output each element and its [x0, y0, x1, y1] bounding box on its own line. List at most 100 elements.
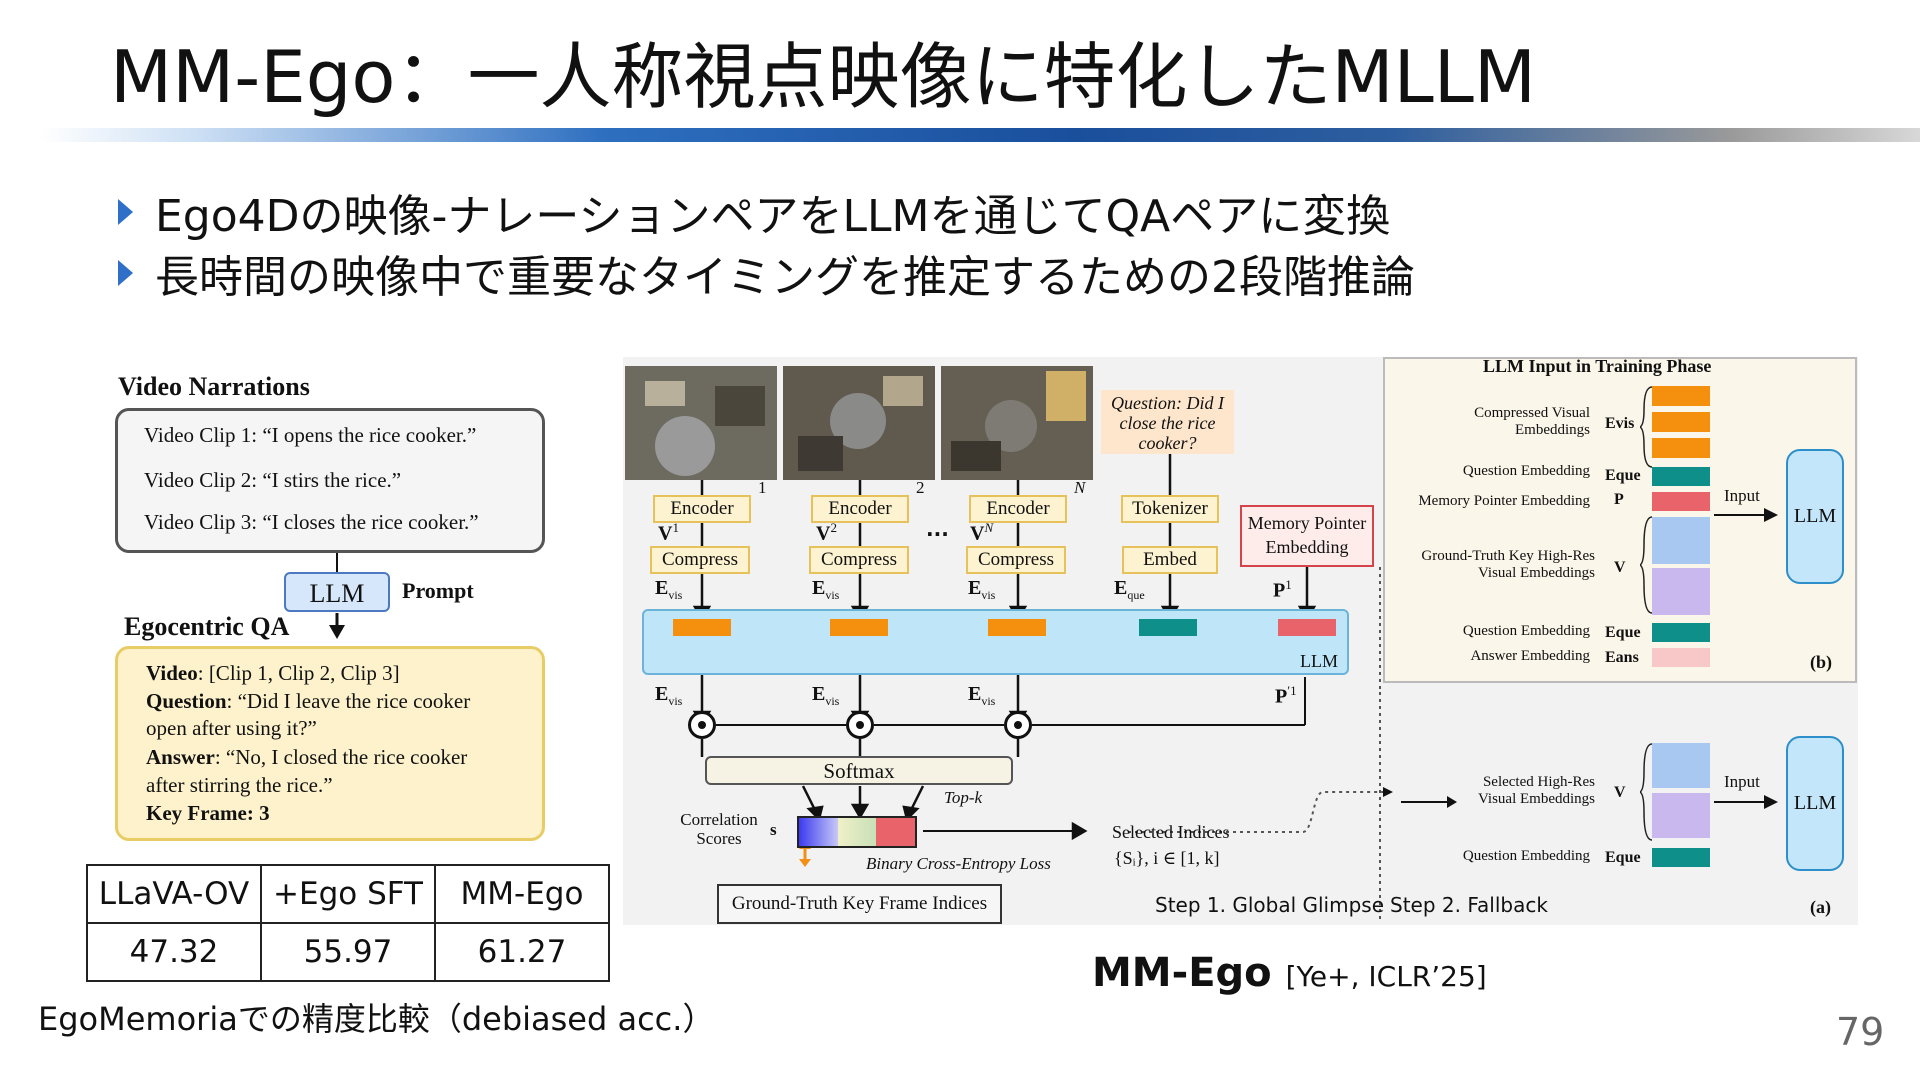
token-pointer [1278, 619, 1336, 636]
score-segment-2 [837, 818, 877, 846]
block-que-a [1652, 848, 1710, 867]
compress-box-1: Compress [650, 546, 750, 574]
row-label-compressed: Compressed Visual Embeddings [1474, 405, 1590, 438]
row-label-pointer: Memory Pointer Embedding [1418, 493, 1590, 509]
ellipsis: ··· [926, 522, 949, 546]
sym-eque: Eque [1605, 467, 1641, 484]
embed-box: Embed [1122, 546, 1218, 574]
qa-question-val: : “Did I leave the rice cooker [226, 689, 471, 713]
row-label-gt-highres: Ground-Truth Key High-Res Visual Embeddi… [1421, 548, 1595, 581]
video-frame-1 [625, 366, 777, 480]
sym-v-a: V [1614, 784, 1626, 801]
row-label-question-a: Question Embedding [1462, 848, 1590, 864]
e-vis-prime-1: Evis [655, 683, 683, 708]
table-header: +Ego SFT [260, 864, 436, 924]
block-highres-2 [1652, 568, 1710, 615]
qa-keyframe: Key Frame: 3 [146, 801, 270, 825]
block-vis-1 [1652, 386, 1710, 406]
s-label: s [770, 820, 777, 839]
v-sup-2: 2 [830, 520, 837, 535]
row-label-question-2: Question Embedding [1462, 623, 1590, 639]
e-vis-prime-3: Evis [968, 683, 996, 708]
compress-box-3: Compress [966, 546, 1066, 574]
e-vis-prime-2: Evis [812, 683, 840, 708]
frame-index-1: 1 [758, 478, 767, 497]
row-label-question: Question Embedding [1462, 463, 1590, 479]
memory-pointer-box: Memory Pointer Embedding [1240, 505, 1374, 567]
slide-title: MM-Ego：一人称視点映像に特化したMLLM [110, 35, 1536, 119]
bullet-2: 長時間の映像中で重要なタイミングを推定するための2段階推論 [118, 241, 1415, 305]
encoder-box-1: Encoder [653, 495, 751, 523]
input-arrow-b [1714, 508, 1778, 522]
qa-box: Video: [Clip 1, Clip 2, Clip 3] Question… [115, 646, 545, 841]
narrations-heading: Video Narrations [118, 372, 310, 401]
citation-name: MM-Ego [1092, 950, 1272, 996]
e-vis-3: Evis [968, 577, 996, 602]
qa-question-val2: open after using it?” [146, 716, 317, 740]
block-vis-3 [1652, 438, 1710, 458]
gt-indices-box: Ground-Truth Key Frame Indices [717, 884, 1002, 924]
panel-b [1383, 357, 1857, 683]
token-vis-1 [673, 619, 731, 636]
page-number: 79 [1836, 1010, 1885, 1054]
sym-eans: Eans [1605, 649, 1639, 666]
multiply-icon [1004, 711, 1032, 739]
frame-index-2: 2 [916, 478, 925, 497]
qa-video-key: Video [146, 661, 198, 685]
qa-video-val: : [Clip 1, Clip 2, Clip 3] [197, 661, 400, 685]
v-label-3: VN [970, 520, 994, 545]
qa-heading: Egocentric QA [124, 612, 290, 641]
v-label-2: V2 [816, 520, 837, 545]
row-label-answer: Answer Embedding [1470, 648, 1590, 664]
block-selected-1 [1652, 743, 1710, 788]
selected-set: {Sᵢ}, i ∈ [1, k] [1114, 848, 1220, 868]
title-underline [40, 128, 1920, 142]
block-vis-2 [1652, 412, 1710, 432]
table-cell: 55.97 [260, 922, 436, 982]
table-cell: 61.27 [434, 922, 610, 982]
v-sup-1: 1 [672, 520, 679, 535]
block-highres-1 [1652, 517, 1710, 564]
panel-b-label: (b) [1810, 652, 1832, 672]
encoder-box-2: Encoder [811, 495, 909, 523]
v-label-1: V1 [658, 520, 679, 545]
row-label-selected: Selected High-Res Visual Embeddings [1477, 774, 1595, 807]
p-label: P1 [1273, 577, 1292, 602]
e-vis-1: Evis [655, 577, 683, 602]
input-label-b: Input [1724, 486, 1760, 505]
citation-ref: [Ye+, ICLR’25] [1285, 960, 1487, 993]
table-header: LLaVA-OV [86, 864, 262, 924]
bce-label: Binary Cross-Entropy Loss [866, 854, 1051, 873]
selected-indices-label: Selected Indices [1112, 822, 1230, 842]
frame-index-3: N [1074, 478, 1086, 497]
video-frame-3 [941, 366, 1093, 480]
token-que [1139, 619, 1197, 636]
block-selected-2 [1652, 793, 1710, 838]
sym-v: V [1614, 559, 1626, 576]
panel-a-brace [1640, 743, 1653, 841]
block-pointer [1652, 492, 1710, 511]
block-que-2 [1652, 623, 1710, 642]
llm-pill-a: LLM [1786, 736, 1844, 871]
qa-answer-val: : “No, I closed the rice cooker [214, 745, 468, 769]
sym-eque-a: Eque [1605, 849, 1641, 866]
token-vis-2 [830, 619, 888, 636]
bullet-1: Ego4Dの映像-ナレーションペアをLLMを通じてQAペアに変換 [118, 180, 1390, 244]
score-segment-3 [876, 818, 916, 846]
bullet-triangle-icon [118, 199, 133, 225]
panel-a-label: (a) [1810, 897, 1831, 917]
clip-3: Video Clip 3: “I closes the rice cooker.… [144, 510, 479, 534]
e-que: Eque [1114, 577, 1145, 602]
token-vis-3 [988, 619, 1046, 636]
narration-arrows [329, 553, 345, 639]
tokenizer-box: Tokenizer [1121, 495, 1219, 523]
panel-b-title: LLM Input in Training Phase [1483, 356, 1712, 376]
sym-eque-2: Eque [1605, 624, 1641, 641]
sym-evis: Evis [1605, 415, 1635, 432]
multiply-icon [846, 711, 874, 739]
question-box: Question: Did I close the rice cooker? [1101, 390, 1234, 454]
bullet-1-text: Ego4Dの映像-ナレーションペアをLLMを通じてQAペアに変換 [155, 191, 1391, 242]
citation: MM-Ego [Ye+, ICLR’25] [1092, 950, 1487, 996]
table-cell: 47.32 [86, 922, 262, 982]
sym-p: P [1614, 491, 1624, 508]
